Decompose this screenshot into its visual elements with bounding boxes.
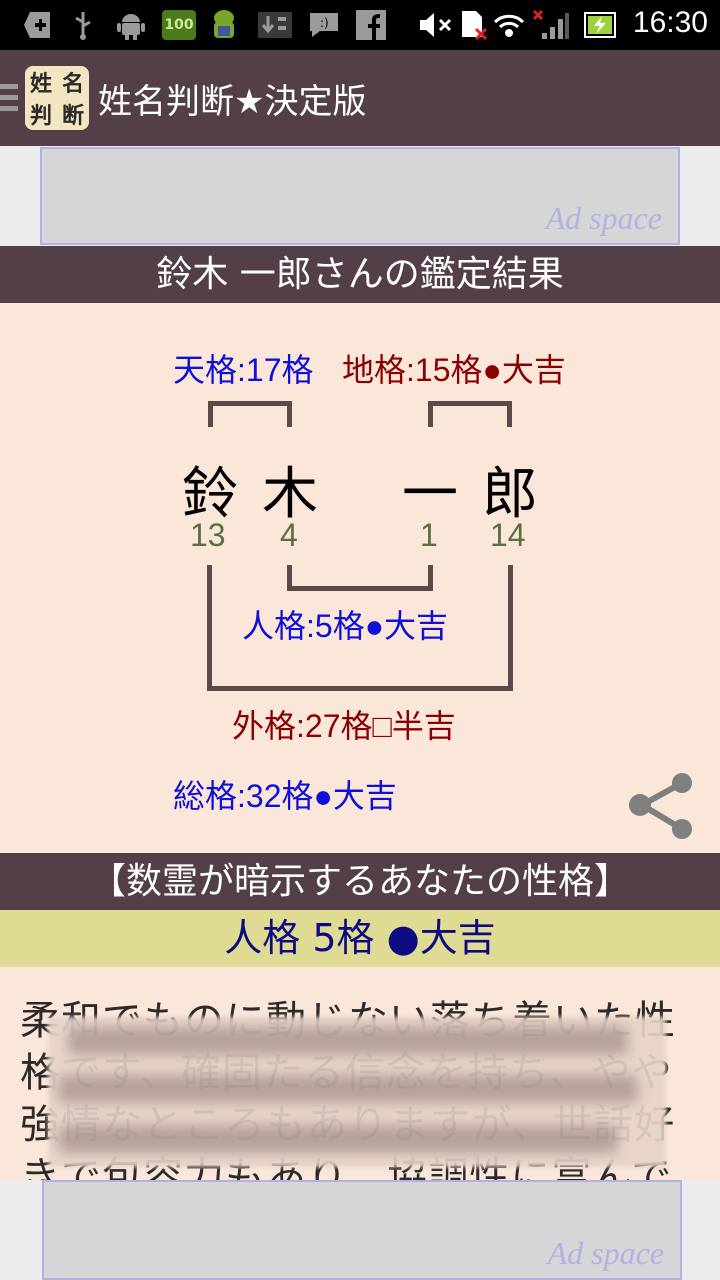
bracket-line bbox=[208, 401, 213, 427]
app-title: 姓名判断★決定版 bbox=[98, 82, 367, 122]
personality-sub-header: 人格 5格 ●大吉 bbox=[0, 910, 720, 967]
logo-char: 断 bbox=[61, 103, 84, 129]
ad-label: Ad space bbox=[545, 200, 662, 236]
gaikaku-bracket bbox=[207, 686, 513, 691]
logo-char: 姓 bbox=[29, 71, 52, 97]
bracket-line bbox=[207, 565, 212, 691]
given-char-2: 郎 bbox=[482, 462, 538, 527]
facebook-icon bbox=[356, 10, 386, 40]
ad-banner-top[interactable]: Ad space bbox=[40, 147, 680, 245]
tenkaku-bracket bbox=[208, 401, 292, 406]
personality-section-header: 【数霊が暗示するあなたの性格】 bbox=[0, 853, 720, 910]
stroke-count: 14 bbox=[490, 517, 526, 553]
result-header: 鈴木 一郎さんの鑑定結果 bbox=[0, 246, 720, 303]
sim-error-icon bbox=[460, 10, 488, 41]
svg-text::): :) bbox=[320, 16, 329, 30]
gaikaku-label: 外格:27格□半吉 bbox=[232, 708, 456, 744]
surname-char-1: 鈴 bbox=[182, 462, 238, 527]
share-icon[interactable] bbox=[626, 771, 698, 843]
personality-description-panel: 柔和でものに動じない落ち着いた性格です、確固たる信念を持ち、やや強情なところもあ… bbox=[0, 967, 720, 1180]
bracket-line bbox=[507, 401, 512, 427]
battery-100-icon: 100 bbox=[162, 10, 196, 40]
ad-banner-bottom[interactable]: Ad space bbox=[42, 1180, 682, 1280]
ad-label: Ad space bbox=[547, 1235, 664, 1271]
app-logo[interactable]: 姓 名 判 断 bbox=[25, 66, 89, 130]
blurred-overlay bbox=[48, 1017, 666, 1167]
given-char-1: 一 bbox=[402, 462, 458, 527]
bracket-line bbox=[508, 565, 513, 691]
stroke-count: 13 bbox=[190, 517, 226, 553]
bracket-line bbox=[428, 565, 433, 591]
logo-char: 判 bbox=[29, 103, 52, 129]
bracket-line bbox=[287, 565, 292, 591]
status-bar: 100 :) 16:30 bbox=[0, 0, 720, 50]
chikaku-bracket bbox=[428, 401, 512, 406]
android-icon bbox=[116, 10, 146, 40]
drawer-menu-icon[interactable] bbox=[0, 84, 18, 114]
android-app-icon bbox=[208, 10, 240, 40]
signal-no-service-icon bbox=[532, 9, 570, 40]
wifi-icon bbox=[492, 10, 526, 40]
download-icon bbox=[258, 10, 292, 40]
stroke-count: 4 bbox=[280, 517, 298, 553]
usb-icon bbox=[72, 10, 94, 40]
jinkaku-bracket bbox=[287, 586, 433, 591]
surname-char-2: 木 bbox=[262, 462, 318, 527]
bracket-line bbox=[428, 401, 433, 427]
soukaku-label: 総格:32格●大吉 bbox=[173, 778, 397, 814]
jinkaku-label: 人格:5格●大吉 bbox=[242, 608, 449, 644]
battery-charging-icon bbox=[584, 10, 616, 40]
bracket-line bbox=[287, 401, 292, 427]
logo-char: 名 bbox=[61, 71, 84, 97]
chikaku-label: 地格:15格●大吉 bbox=[342, 352, 566, 388]
add-icon bbox=[22, 10, 52, 40]
stroke-count: 1 bbox=[420, 517, 438, 553]
tenkaku-label: 天格:17格 bbox=[173, 352, 314, 388]
mute-icon bbox=[418, 10, 454, 40]
action-bar: 姓 名 判 断 姓名判断★決定版 bbox=[0, 50, 720, 146]
clock: 16:30 bbox=[632, 6, 708, 39]
chat-icon: :) bbox=[308, 10, 340, 40]
result-panel: 天格:17格 地格:15格●大吉 鈴 木 一 郎 13 4 1 14 人格:5格… bbox=[0, 303, 720, 853]
